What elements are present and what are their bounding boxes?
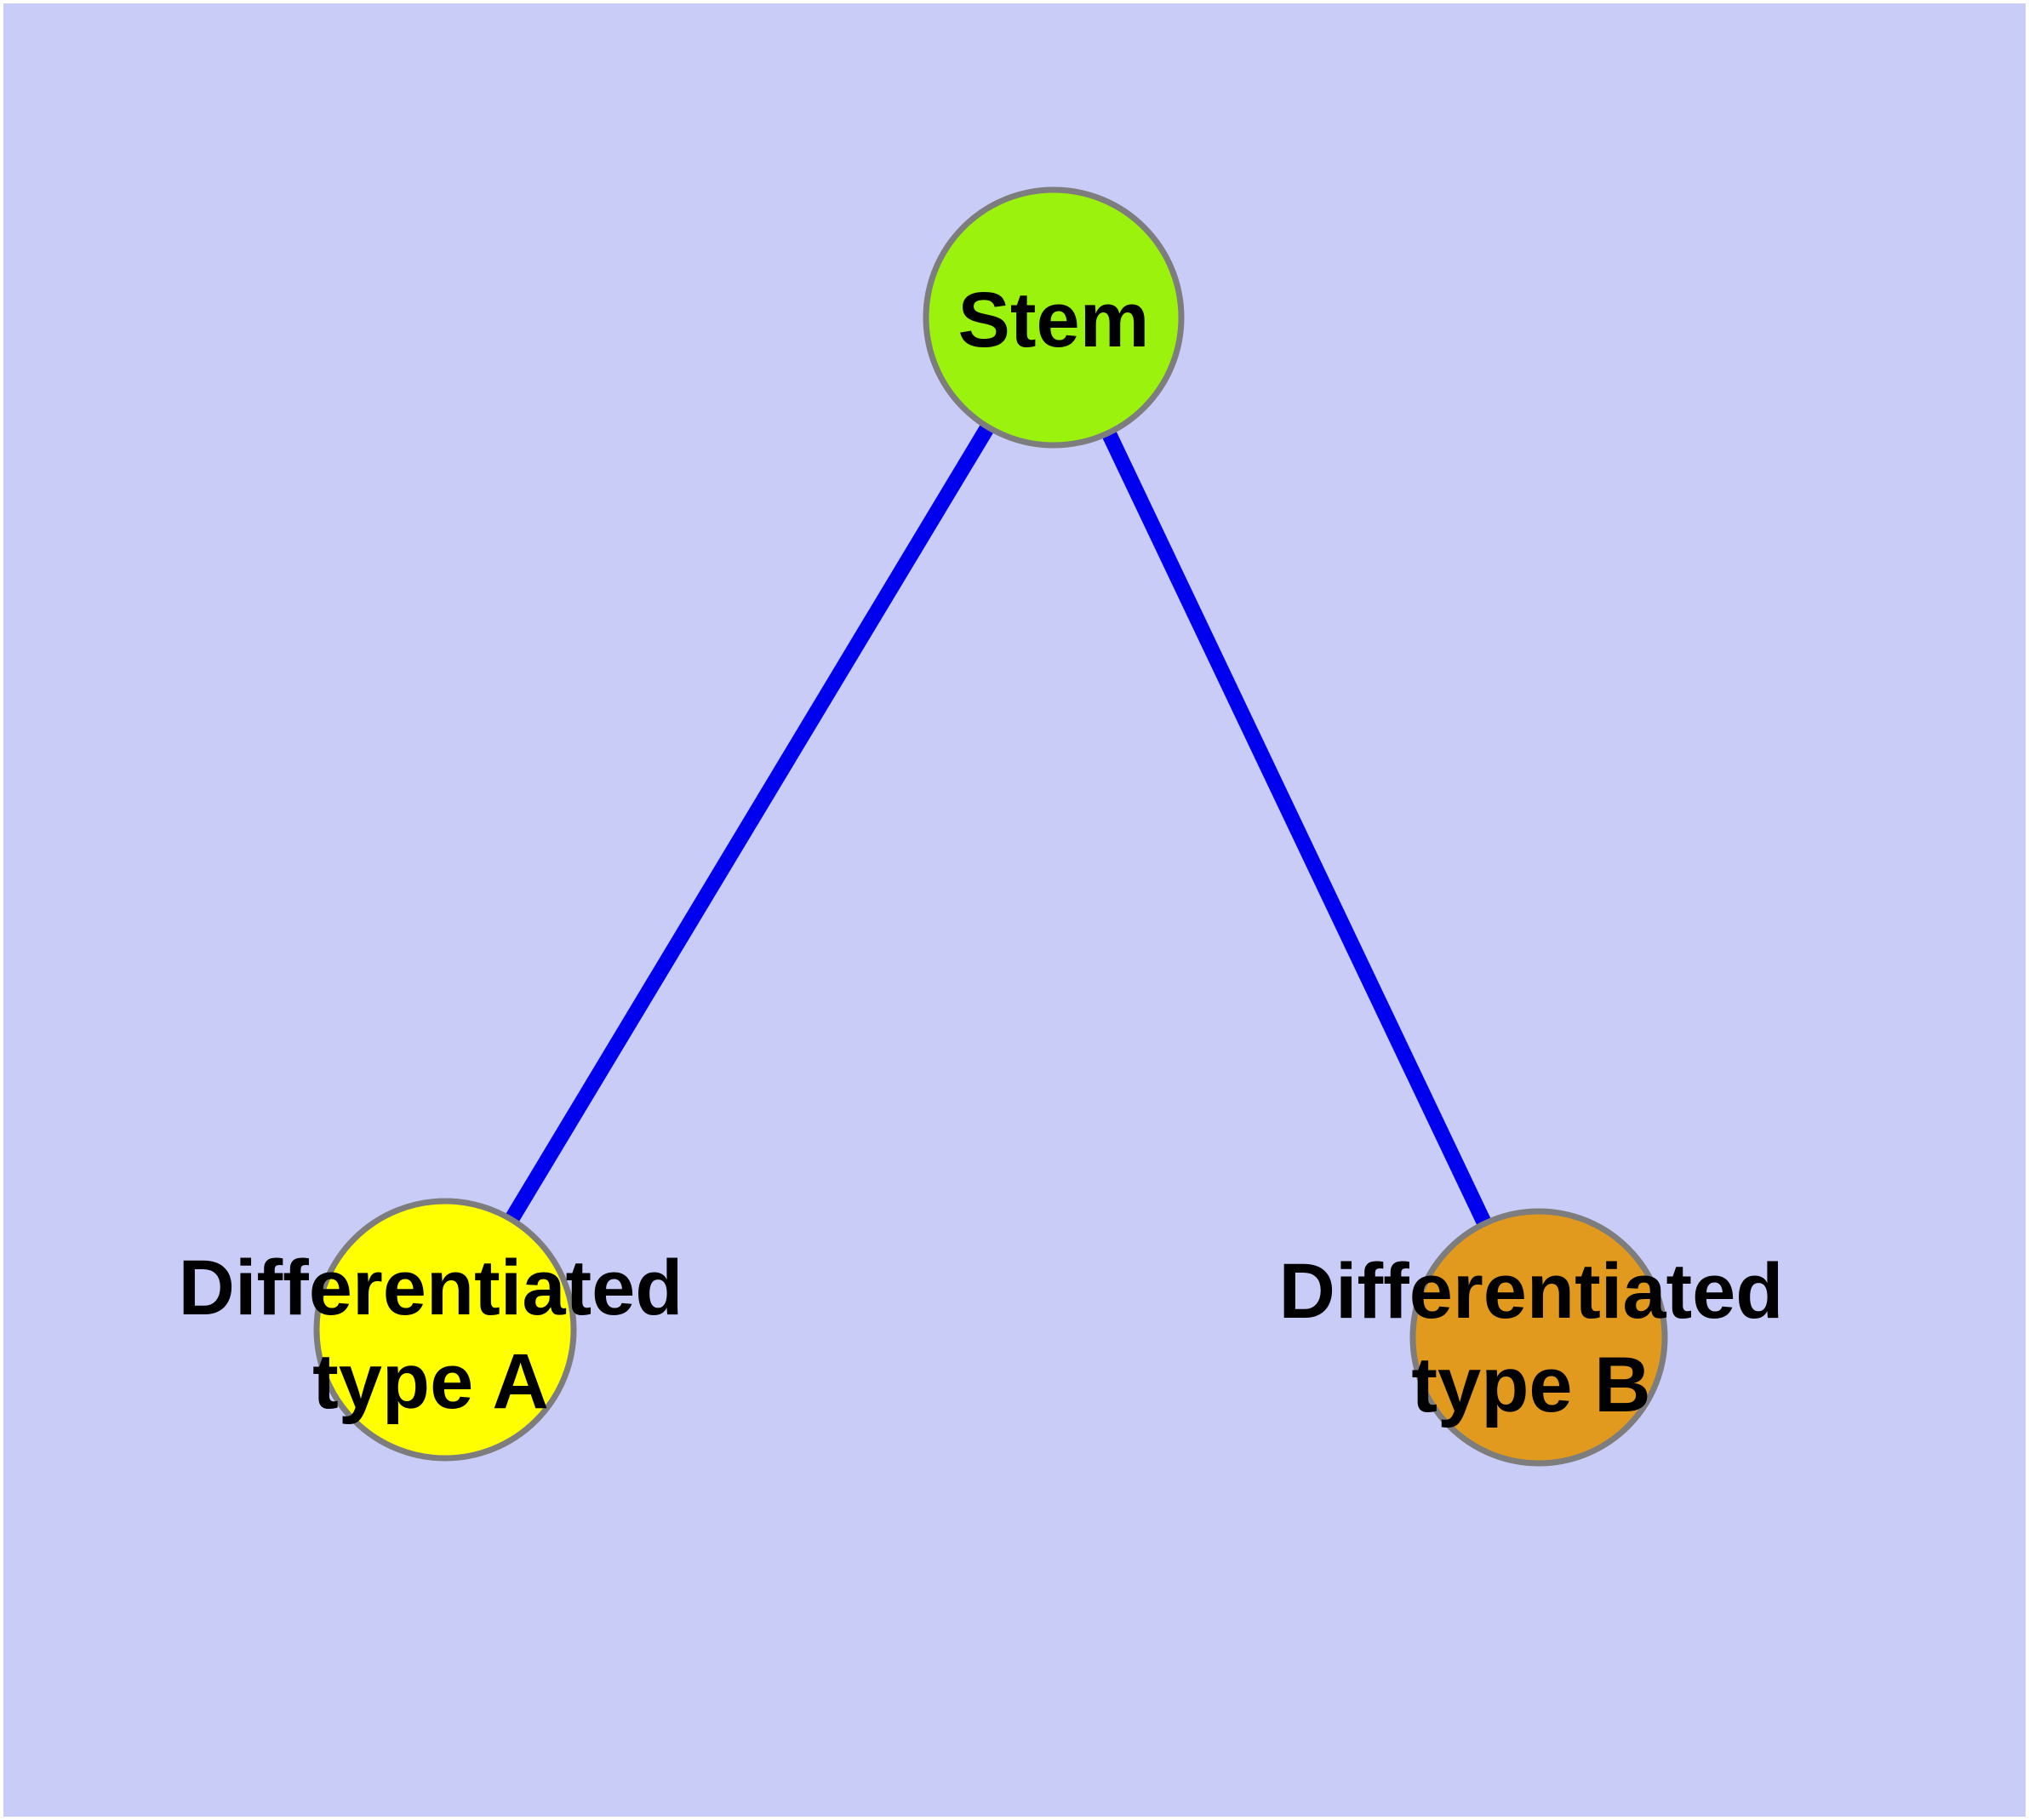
edge-stem-to-type-a [438,313,1060,1334]
node-label-stem: Stem [957,277,1150,363]
edge-stem-to-type-b [1046,314,1546,1341]
node-label-differentiated-type-a: Differentiated type A [178,1245,683,1425]
node-differentiated-type-b [1409,1208,1668,1467]
node-differentiated-type-a [313,1198,577,1462]
node-label-differentiated-type-b: Differentiated type B [1278,1248,1784,1428]
node-stem [923,186,1185,449]
